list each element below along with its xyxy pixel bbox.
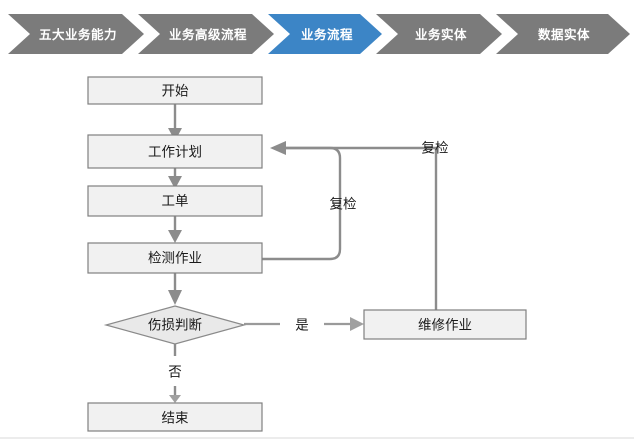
node-work-plan-label: 工作计划 (148, 145, 202, 160)
node-repair-label: 维修作业 (418, 318, 472, 333)
node-inspection-label: 检测作业 (148, 251, 202, 266)
edge-decision-to-repair-yes (244, 317, 364, 331)
edge-repair-to-work-plan-recheck (270, 141, 438, 318)
breadcrumb-step-5-label: 数据实体 (537, 27, 590, 42)
breadcrumb: 五大业务能力 业务高级流程 业务流程 业务实体 数据实体 (0, 12, 634, 56)
node-work-order-label: 工单 (162, 194, 189, 209)
breadcrumb-step-4-label: 业务实体 (415, 27, 467, 42)
edge-work-order-to-inspection (168, 216, 182, 243)
breadcrumb-step-4[interactable]: 业务实体 (376, 14, 502, 54)
node-decision[interactable]: 伤损判断 (103, 305, 247, 345)
edge-label-yes: 是 (295, 318, 309, 333)
edge-label-recheck-outer: 复检 (422, 140, 449, 156)
node-repair[interactable]: 维修作业 (363, 309, 527, 340)
node-start[interactable]: 开始 (87, 76, 263, 105)
node-inspection[interactable]: 检测作业 (87, 242, 263, 274)
node-work-order[interactable]: 工单 (87, 185, 263, 217)
edge-label-recheck-inner: 复检 (330, 196, 357, 212)
node-end-label: 结束 (162, 411, 189, 426)
node-decision-label: 伤损判断 (148, 318, 202, 333)
edge-work-plan-to-work-order (168, 168, 182, 189)
breadcrumb-step-2-label: 业务高级流程 (169, 27, 247, 42)
breadcrumb-step-1-label: 五大业务能力 (39, 27, 117, 42)
edge-inspection-to-work-plan-recheck (262, 146, 342, 261)
breadcrumb-step-3[interactable]: 业务流程 (268, 14, 382, 54)
edge-decision-to-end-no (169, 344, 181, 403)
node-work-plan[interactable]: 工作计划 (87, 134, 263, 169)
edge-label-no: 否 (168, 365, 182, 380)
flowchart-canvas: 开始 工作计划 工单 检测作业 伤损判断 (0, 56, 634, 439)
edge-inspection-to-decision (168, 270, 182, 305)
breadcrumb-step-3-label: 业务流程 (301, 27, 353, 42)
node-start-label: 开始 (162, 84, 189, 99)
breadcrumb-step-2[interactable]: 业务高级流程 (138, 14, 274, 54)
breadcrumb-step-1[interactable]: 五大业务能力 (8, 14, 144, 54)
breadcrumb-step-5[interactable]: 数据实体 (496, 14, 630, 54)
node-end[interactable]: 结束 (87, 402, 263, 432)
